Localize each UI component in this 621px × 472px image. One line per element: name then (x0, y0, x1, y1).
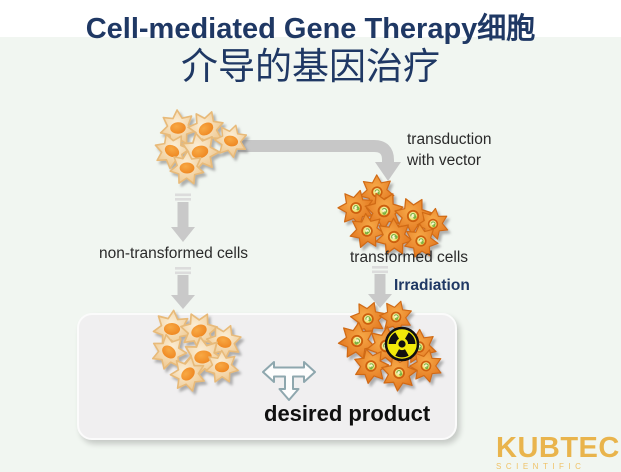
radiation-icon (384, 326, 420, 362)
kubtec-logo-tagline: SCIENTIFIC (496, 462, 586, 471)
arrow-down-to-product-left (171, 267, 195, 309)
non-transformed-cells-label: non-transformed cells (99, 245, 249, 262)
title-line1: Cell-mediated Gene Therapy细胞 (85, 13, 536, 45)
kubtec-logo-wordmark: KUBTEC (496, 432, 620, 464)
irradiation-label: Irradiation (394, 277, 470, 294)
three-way-arrow-icon (262, 361, 316, 401)
arrow-irradiation (368, 266, 392, 308)
title-line2: 介导的基因治疗 (181, 45, 440, 88)
arrow-down-to-non-transformed (171, 193, 195, 242)
cell-cluster-product-left (145, 305, 250, 398)
desired-product-label: desired product (264, 401, 431, 426)
transduction-label-line1: transduction (407, 131, 492, 148)
kubtec-logo: KUBTEC SCIENTIFIC (496, 434, 620, 471)
cell-cluster-source (147, 105, 255, 190)
transduction-label-line2: with vector (407, 152, 482, 169)
slide-title: Cell-mediated Gene Therapy细胞 介导的基因治疗 (0, 0, 621, 88)
transformed-cells-label: transformed cells (350, 249, 469, 266)
transduction-label: transduction with vector (407, 129, 491, 171)
arrow-transduction (238, 140, 401, 181)
